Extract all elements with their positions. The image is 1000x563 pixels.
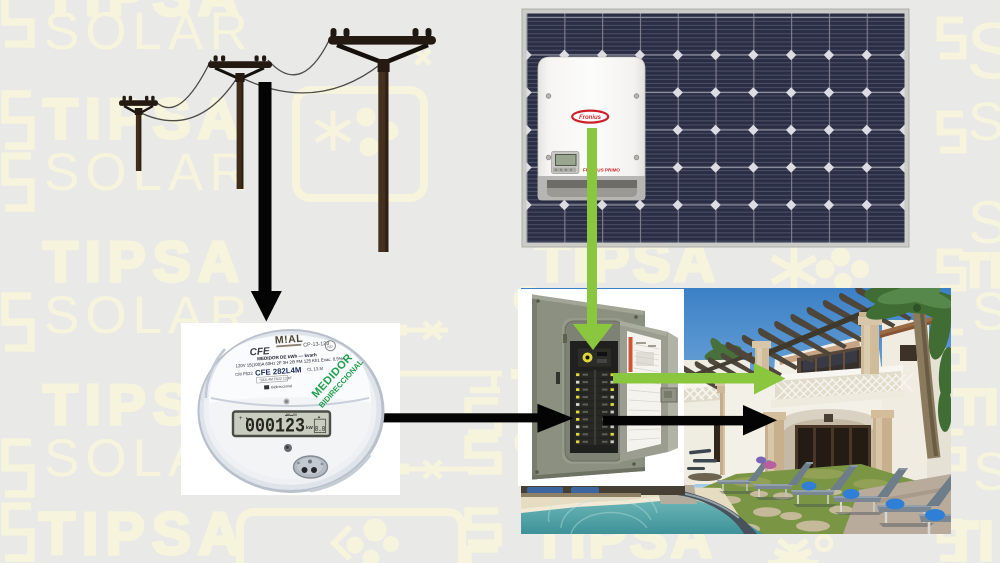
svg-text:TI: TI: [960, 245, 1000, 298]
svg-text:Fronius: Fronius: [579, 115, 602, 121]
svg-text:S: S: [968, 189, 1000, 256]
svg-text:kW: kW: [306, 425, 314, 430]
svg-text:S: S: [968, 92, 1000, 152]
svg-text:TIPSA: TIPSA: [43, 230, 246, 294]
svg-text:FRONIUS PRIMO: FRONIUS PRIMO: [583, 168, 620, 173]
svg-text:8.0: 8.0: [315, 426, 326, 434]
svg-text:SOLAR: SOLAR: [44, 143, 254, 202]
svg-text:TIPSA: TIPSA: [43, 87, 246, 151]
svg-text:+: +: [239, 416, 243, 422]
svg-text:S: S: [966, 6, 1000, 95]
svg-text:M!AL: M!AL: [274, 333, 303, 347]
svg-text:▬ ▬: ▬ ▬: [285, 413, 294, 417]
svg-text:TIPSA: TIPSA: [39, 501, 248, 563]
svg-text:"282L4M F622 13,M": "282L4M F622 13,M": [259, 376, 293, 382]
svg-text:CL 13,M: CL 13,M: [307, 366, 324, 372]
svg-text:CFE: CFE: [249, 346, 270, 358]
svg-text:▲: ▲: [317, 414, 321, 419]
svg-text:CFE 282L4M: CFE 282L4M: [255, 365, 302, 377]
svg-text:S: S: [972, 282, 1000, 342]
svg-text:NO: NO: [327, 345, 333, 349]
svg-text:▸: ▸: [246, 416, 249, 421]
svg-text:CP-13-123: CP-13-123: [303, 341, 329, 349]
svg-text:MEDIDOR DE kWh — kvarh: MEDIDOR DE kWh — kvarh: [257, 352, 317, 361]
svg-text:TIPSA: TIPSA: [43, 0, 246, 28]
svg-text:000123: 000123: [245, 416, 305, 439]
svg-text:S: S: [973, 442, 1000, 502]
svg-text:SOLAR: SOLAR: [44, 2, 254, 61]
svg-text:TI: TI: [944, 509, 994, 563]
svg-text:Bidireccional: Bidireccional: [271, 384, 292, 389]
svg-text:CM F622: CM F622: [235, 371, 254, 377]
svg-text:TI: TI: [954, 379, 998, 435]
